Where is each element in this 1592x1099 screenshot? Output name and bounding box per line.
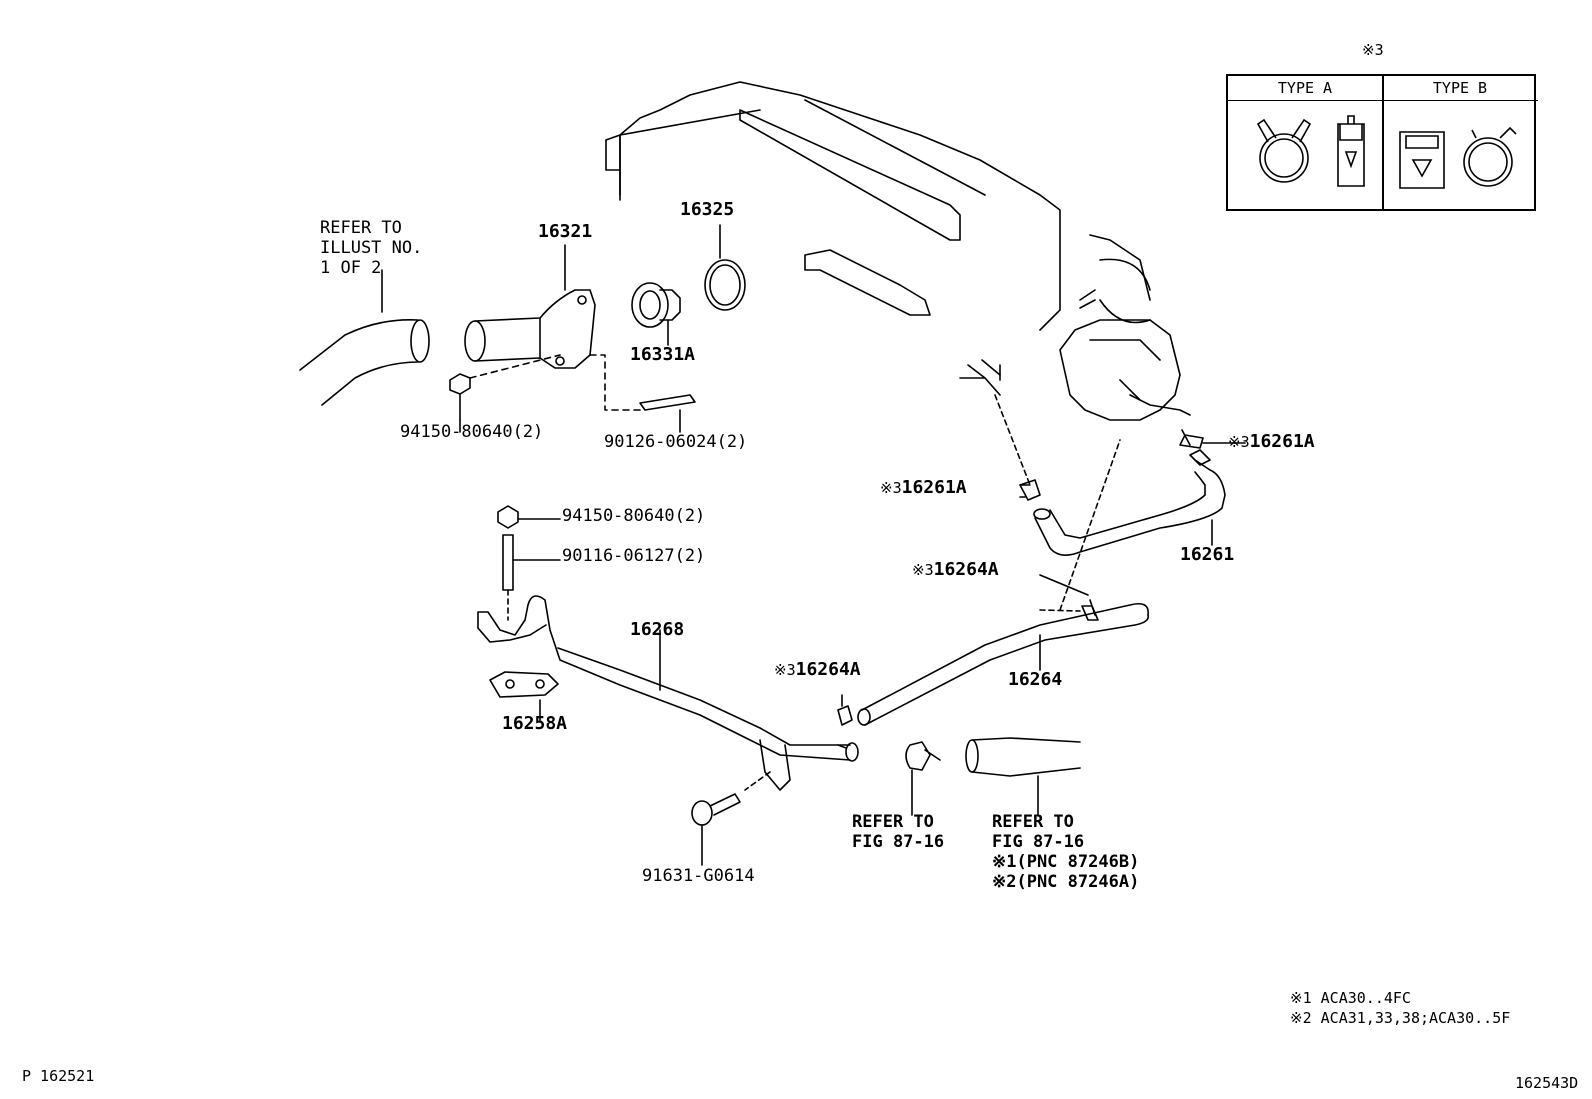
refer-illust-line3: 1 OF 2 bbox=[320, 258, 382, 278]
type-b-header: TYPE B bbox=[1382, 76, 1538, 101]
heater-hose-right bbox=[965, 737, 1081, 816]
upper-radiator-hose bbox=[299, 269, 430, 406]
pnc-87246B: ※1(PNC 87246B) bbox=[992, 852, 1140, 872]
type-b-band-clamp-icon bbox=[1399, 131, 1445, 189]
type-a-wire-clamp-icon bbox=[1256, 118, 1312, 183]
part-16261A-right-row: ※316261A bbox=[1228, 432, 1315, 452]
part-16261A-left-row: ※316261A bbox=[880, 478, 967, 498]
leader-lines bbox=[459, 419, 1246, 596]
clamp-16264A-lower bbox=[837, 694, 853, 726]
type-b-spring-clamp-icon bbox=[1463, 126, 1517, 187]
mark-3-right: ※3 bbox=[1228, 433, 1250, 451]
mark-3-upper: ※3 bbox=[912, 561, 934, 579]
illustration-code-right: 162543D bbox=[1515, 1074, 1579, 1092]
clamp-type-table: TYPE A TYPE B bbox=[1226, 74, 1538, 211]
refer-illust-note: REFER TO ILLUST NO. 1 OF 2 bbox=[320, 218, 422, 278]
refer-fig-right-line1: REFER TO bbox=[992, 812, 1074, 832]
type-a-header: TYPE A bbox=[1228, 76, 1382, 101]
part-90126[interactable]: 90126-06024(2) bbox=[604, 432, 748, 452]
footnote-1: ※1 ACA30..4FC bbox=[1290, 989, 1411, 1007]
water-outlet-housing bbox=[1059, 234, 1191, 421]
part-16261A-right[interactable]: 16261A bbox=[1249, 431, 1315, 452]
part-16264A-lower-row: ※316264A bbox=[774, 660, 861, 680]
mark-3-left: ※3 bbox=[880, 479, 902, 497]
gasket-plate bbox=[489, 671, 559, 721]
part-16264[interactable]: 16264 bbox=[1008, 669, 1063, 690]
part-90116[interactable]: 90116-06127(2) bbox=[562, 546, 706, 566]
part-16264A-upper[interactable]: 16264A bbox=[933, 559, 999, 580]
hose-16261 bbox=[994, 394, 1236, 556]
illustration-code-left: P 162521 bbox=[22, 1067, 95, 1085]
hose-connector-left bbox=[905, 741, 941, 816]
refer-fig-left: REFER TO FIG 87-16 bbox=[852, 812, 944, 852]
clamp-type-icons bbox=[1256, 115, 1517, 189]
mark-3-lower: ※3 bbox=[774, 661, 796, 679]
part-16268[interactable]: 16268 bbox=[630, 619, 685, 640]
refer-fig-left-line1: REFER TO bbox=[852, 812, 934, 832]
part-16258A[interactable]: 16258A bbox=[502, 713, 568, 734]
part-91631[interactable]: 91631-G0614 bbox=[642, 866, 755, 886]
part-16325[interactable]: 16325 bbox=[680, 199, 735, 220]
middle-fasteners bbox=[497, 505, 561, 621]
thermostat bbox=[631, 282, 681, 346]
gasket bbox=[704, 224, 746, 311]
pnc-87246A: ※2(PNC 87246A) bbox=[992, 872, 1140, 892]
type-table-note: ※3 bbox=[1362, 41, 1384, 59]
nut-and-stud bbox=[449, 354, 696, 433]
part-16261A-left[interactable]: 16261A bbox=[901, 477, 967, 498]
part-16331A[interactable]: 16331A bbox=[630, 344, 696, 365]
refer-illust-line1: REFER TO bbox=[320, 218, 402, 238]
water-bypass-pipe bbox=[477, 595, 859, 791]
footnotes: ※1 ACA30..4FC ※2 ACA31,33,38;ACA30..5F bbox=[1290, 988, 1510, 1028]
footnote-2: ※2 ACA31,33,38;ACA30..5F bbox=[1290, 1009, 1511, 1027]
part-94150-middle[interactable]: 94150-80640(2) bbox=[562, 506, 706, 526]
type-table-divider bbox=[1382, 76, 1384, 209]
part-16261[interactable]: 16261 bbox=[1180, 544, 1235, 565]
part-16264A-lower[interactable]: 16264A bbox=[795, 659, 861, 680]
refer-fig-right-line2: FIG 87-16 bbox=[992, 832, 1085, 852]
part-16321[interactable]: 16321 bbox=[538, 221, 593, 242]
type-a-side-icon bbox=[1337, 115, 1365, 187]
bolt bbox=[691, 793, 741, 866]
refer-fig-left-line2: FIG 87-16 bbox=[852, 832, 945, 852]
refer-illust-line2: ILLUST NO. bbox=[320, 238, 423, 258]
hose-16264 bbox=[857, 439, 1150, 726]
water-inlet bbox=[464, 244, 596, 369]
part-94150-upper[interactable]: 94150-80640(2) bbox=[400, 422, 544, 442]
part-16264A-upper-row: ※316264A bbox=[912, 560, 999, 580]
engine-block-outline bbox=[605, 81, 1061, 396]
refer-fig-right: REFER TO FIG 87-16 ※1(PNC 87246B) ※2(PNC… bbox=[992, 812, 1139, 892]
